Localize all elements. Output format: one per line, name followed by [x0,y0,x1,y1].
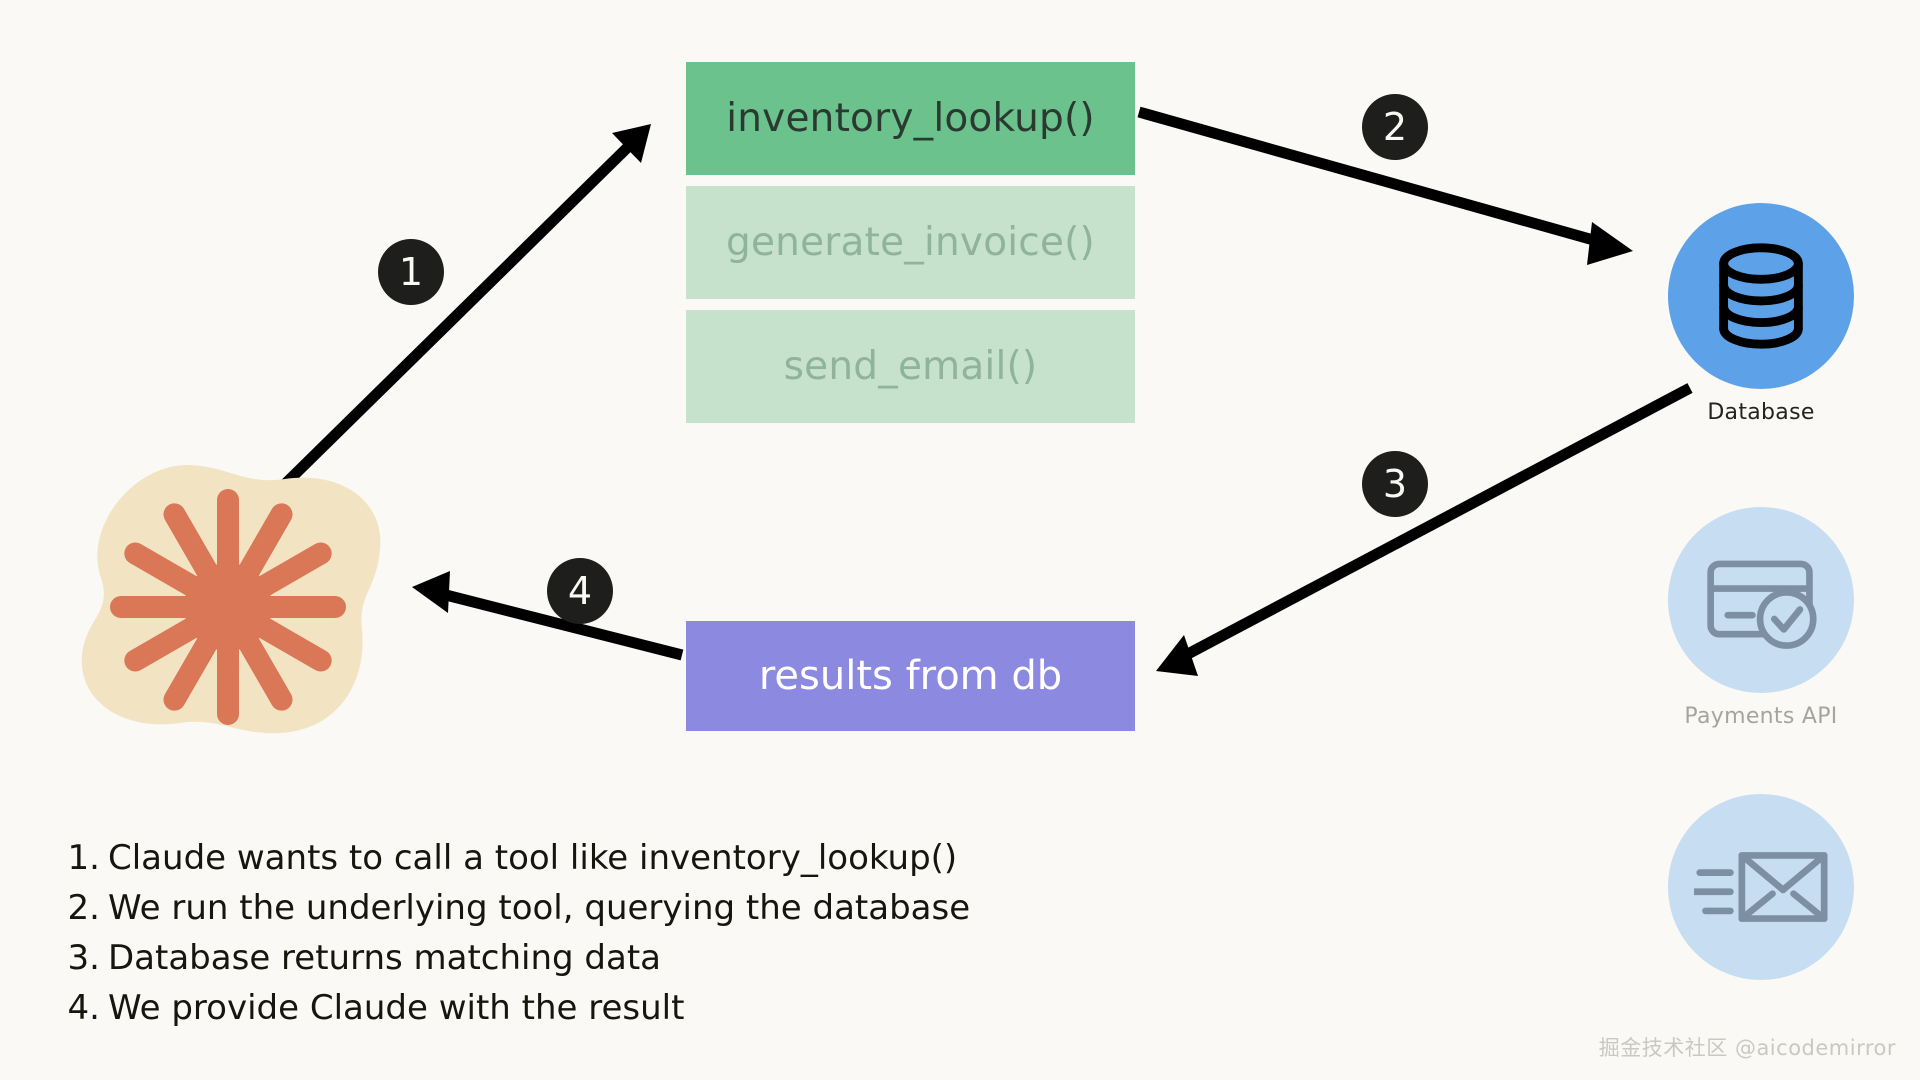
step-badge-number: 3 [1382,462,1408,506]
list-item-text: We run the underlying tool, querying the… [108,888,971,928]
claude-starburst-icon [81,464,381,734]
list-item-text: Claude wants to call a tool like invento… [108,838,958,878]
tool-item-label: send_email() [783,344,1038,389]
service-label-database: Database [1707,400,1815,425]
envelope-send-icon [1694,852,1828,922]
list-item-number: 4. [67,988,100,1028]
list-item-number: 1. [67,838,100,878]
credit-card-check-icon [1707,560,1817,649]
step-badge-3: 3 [1362,451,1428,517]
tool-item-send-email[interactable]: send_email() [686,310,1135,423]
list-item: 3. Database returns matching data [62,938,970,988]
results-box-label: results from db [758,653,1063,699]
step-badge-number: 1 [398,250,424,294]
list-item-number: 2. [67,888,100,928]
tool-item-generate-invoice[interactable]: generate_invoice() [686,186,1135,299]
steps-list: 1. Claude wants to call a tool like inve… [62,838,971,1038]
list-item: 1. Claude wants to call a tool like inve… [62,838,970,888]
email-disc [1668,794,1854,980]
claude-node[interactable] [40,455,410,755]
step-badge-number: 2 [1382,105,1408,149]
list-item-text: Database returns matching data [108,938,662,978]
service-label-payments: Payments API [1684,704,1838,729]
tool-item-inventory-lookup[interactable]: inventory_lookup() [686,62,1135,175]
database-disc [1668,203,1854,389]
list-item-text: We provide Claude with the result [108,988,685,1028]
arrow-claude-to-tool [278,124,651,491]
list-item-number: 3. [67,938,100,978]
step-badge-4: 4 [547,558,613,624]
tool-item-label: generate_invoice() [726,220,1095,265]
step-badge-number: 4 [567,569,593,613]
service-node-database[interactable]: Database [1646,203,1876,425]
service-node-payments[interactable]: Payments API [1646,507,1876,729]
list-item: 2. We run the underlying tool, querying … [62,888,971,938]
database-icon [1719,243,1803,349]
step-badge-1: 1 [378,239,444,305]
list-item: 4. We provide Claude with the result [62,988,970,1038]
payments-disc [1668,507,1854,693]
tool-item-label: inventory_lookup() [726,96,1095,141]
service-node-email[interactable] [1646,794,1876,991]
watermark: 掘金技术社区 @aicodemirror [1598,1036,1896,1060]
results-box[interactable]: results from db [686,621,1135,731]
arrow-database-to-results [1156,383,1693,676]
step-badge-2: 2 [1362,94,1428,160]
